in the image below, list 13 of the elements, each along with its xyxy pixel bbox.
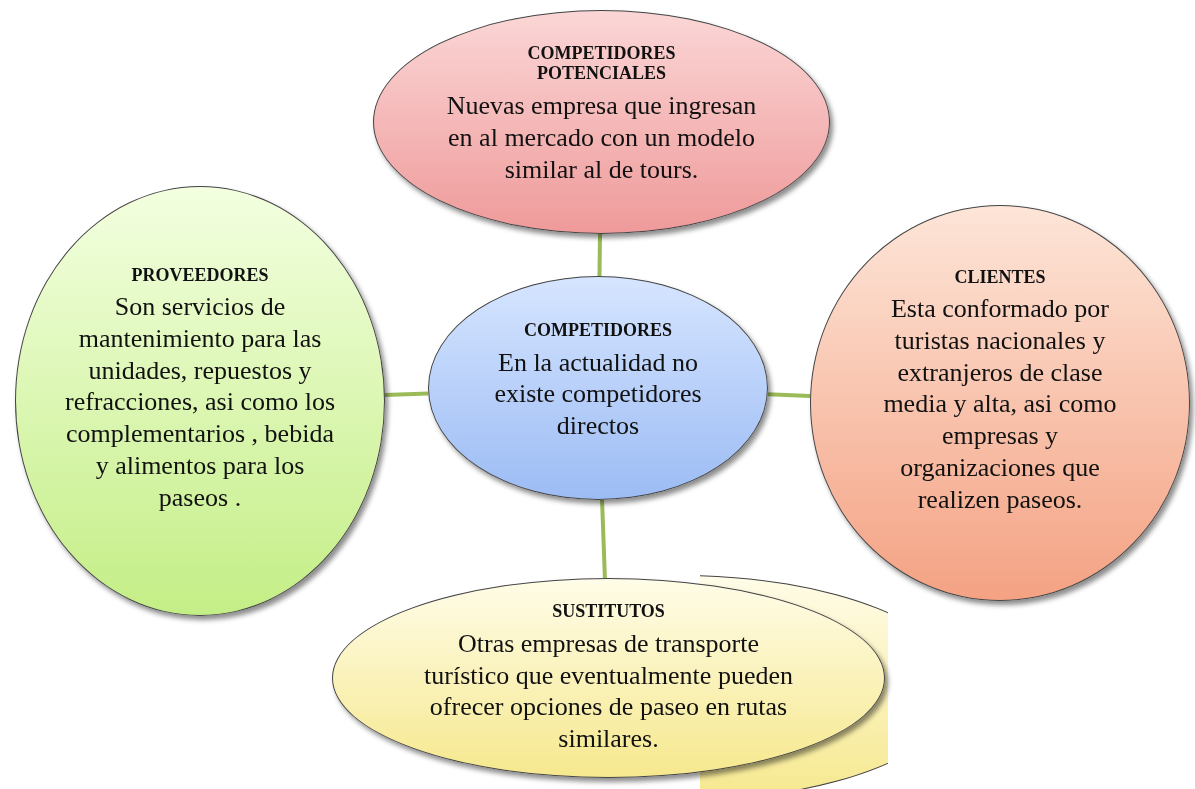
connector-line xyxy=(597,233,603,277)
node-description: Son servicios de mantenimiento para las unidades, repuestos y refracciones, asi como los complementarios , bebida y alimentos para los paseos . xyxy=(65,291,335,514)
connector-line xyxy=(767,392,811,398)
node-heading: COMPETIDORES xyxy=(523,320,673,341)
node-description: Esta conformado por turistas nacionales y extranjeros de clase media y alta, asi como empresas y organizaciones que realizen paseos. xyxy=(882,293,1118,516)
node-heading: PROVEEDORES xyxy=(130,264,270,286)
node-heading: SUSTITUTOS xyxy=(551,601,666,622)
node-description: Nuevas empresa que ingresan en al mercado con un modelo similar al de tours. xyxy=(445,90,758,186)
node-description: Otras empresas de transporte turístico que eventualmente pueden ofrecer opciones de paseo en rutas similares. xyxy=(423,627,794,755)
connector-line xyxy=(384,391,429,397)
node-description: En la actualidad no existe competidores directos xyxy=(493,346,703,442)
node-heading: COMPETIDORES POTENCIALES xyxy=(526,42,677,85)
node-heading: CLIENTES xyxy=(953,266,1047,288)
